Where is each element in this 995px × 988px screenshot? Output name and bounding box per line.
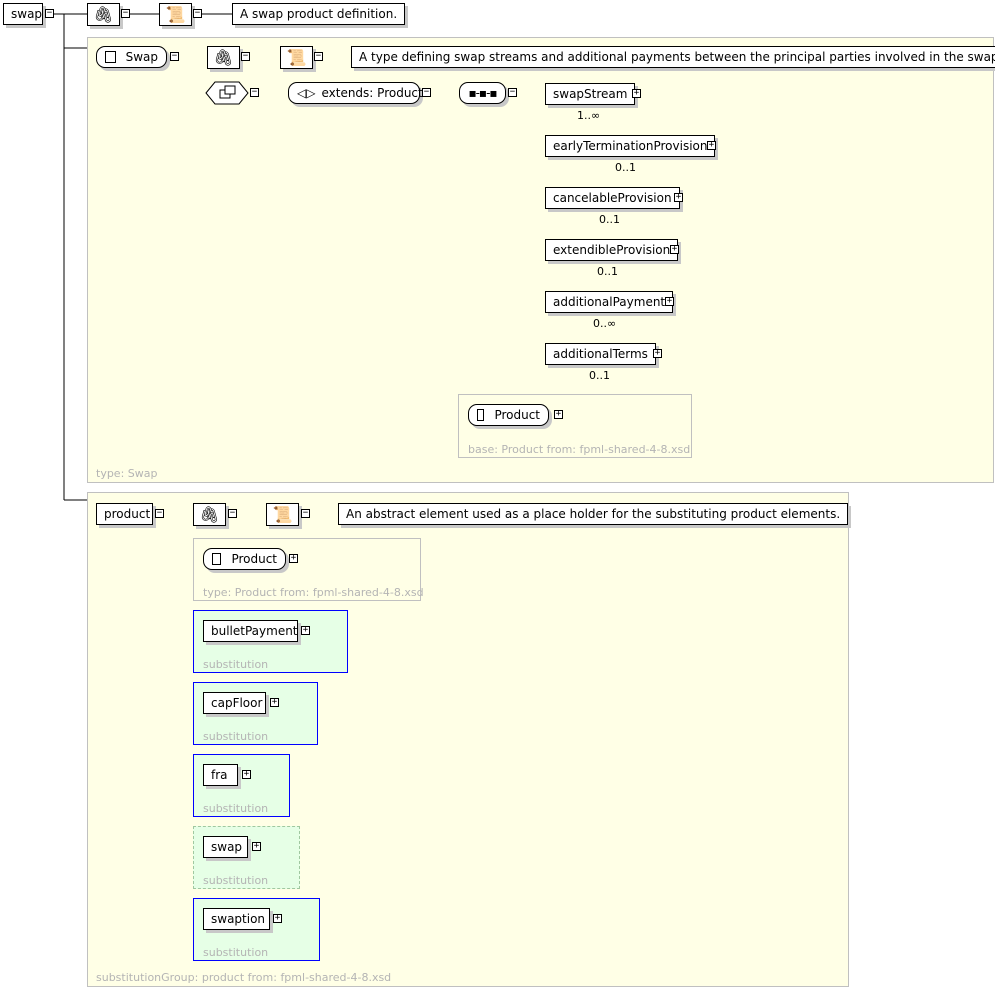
collapse-toggle[interactable]: − — [170, 51, 179, 61]
cardinality: 0..∞ — [593, 317, 617, 330]
collapse-toggle[interactable]: − — [193, 8, 202, 18]
cardinality: 0..1 — [597, 265, 618, 278]
collapse-toggle[interactable]: − — [508, 87, 517, 97]
expand-toggle[interactable]: + — [670, 244, 679, 254]
complex-type-swap[interactable]: Swap — [96, 46, 167, 68]
element-earlyTerminationProvision[interactable]: earlyTerminationProvision — [545, 135, 716, 157]
collapse-toggle[interactable]: − — [155, 508, 164, 518]
expand-toggle[interactable]: + — [674, 192, 683, 202]
extension-product[interactable]: ◁▷extends: Product — [288, 82, 423, 104]
collapse-toggle[interactable]: − — [250, 87, 259, 97]
documentation-text: An abstract element used as a place hold… — [338, 503, 849, 525]
sequence-icon[interactable]: ▪-▪-▪ — [459, 82, 506, 104]
element-swap[interactable]: swap — [3, 3, 43, 25]
expand-toggle[interactable]: + — [301, 625, 310, 635]
collapse-toggle[interactable]: − — [241, 51, 250, 61]
paperclip-icon[interactable]: 🖇 — [193, 503, 226, 526]
scroll-icon[interactable]: 📜 — [266, 503, 299, 526]
cardinality: 1..∞ — [577, 109, 601, 122]
complex-type-icon — [105, 51, 116, 63]
paperclip-icon[interactable]: 🖇 — [87, 3, 120, 26]
element-swapStream[interactable]: swapStream — [545, 83, 636, 105]
extension-icon: ◁▷ — [297, 86, 316, 100]
complex-type-product[interactable]: Product — [468, 404, 549, 426]
element-fra[interactable]: fra — [203, 764, 238, 786]
collapse-toggle[interactable]: − — [314, 51, 323, 61]
expand-toggle[interactable]: + — [707, 140, 716, 150]
scroll-icon[interactable]: 📜 — [280, 46, 313, 69]
expand-toggle[interactable]: + — [653, 348, 662, 358]
complex-type-product[interactable]: Product — [203, 548, 286, 570]
substitution-group-label: substitutionGroup: product from: fpml-sh… — [96, 971, 392, 984]
element-additionalTerms[interactable]: additionalTerms — [545, 343, 656, 365]
complex-type-icon — [212, 553, 222, 565]
collapse-toggle[interactable]: − — [228, 508, 237, 518]
collapse-toggle[interactable]: − — [45, 8, 54, 18]
expand-toggle[interactable]: + — [632, 88, 641, 98]
element-cancelableProvision[interactable]: cancelableProvision — [545, 187, 680, 209]
element-capFloor[interactable]: capFloor — [203, 692, 266, 714]
element-extendibleProvision[interactable]: extendibleProvision — [545, 239, 679, 261]
collapse-toggle[interactable]: − — [422, 87, 431, 97]
expand-toggle[interactable]: + — [242, 769, 251, 779]
cardinality: 0..1 — [589, 369, 610, 382]
element-swap[interactable]: swap — [203, 836, 248, 858]
documentation-text: A type defining swap streams and additio… — [351, 46, 995, 68]
base-label: base: Product from: fpml-shared-4-8.xsd — [468, 443, 691, 456]
expand-toggle[interactable]: + — [289, 553, 298, 563]
collapse-toggle[interactable]: − — [301, 508, 310, 518]
scroll-icon[interactable]: 📜 — [159, 3, 192, 26]
cardinality: 0..1 — [599, 213, 620, 226]
element-swaption[interactable]: swaption — [203, 908, 270, 930]
element-bulletPayment[interactable]: bulletPayment — [203, 620, 298, 642]
element-name: swap — [11, 7, 43, 21]
cardinality: 0..1 — [615, 161, 636, 174]
expand-toggle[interactable]: + — [252, 841, 261, 851]
complex-content-icon[interactable] — [205, 81, 251, 107]
type-label: type: Product from: fpml-shared-4-8.xsd — [203, 586, 424, 599]
paperclip-icon[interactable]: 🖇 — [207, 46, 240, 69]
type-label: type: Swap — [96, 467, 158, 480]
expand-toggle[interactable]: + — [554, 409, 563, 419]
expand-toggle[interactable]: + — [665, 296, 674, 306]
element-product[interactable]: product — [96, 503, 153, 525]
complex-type-icon — [477, 409, 485, 421]
element-additionalPayment[interactable]: additionalPayment — [545, 291, 674, 313]
expand-toggle[interactable]: + — [273, 913, 282, 923]
documentation-text: A swap product definition. — [232, 3, 406, 25]
expand-toggle[interactable]: + — [270, 697, 279, 707]
collapse-toggle[interactable]: − — [121, 8, 130, 18]
